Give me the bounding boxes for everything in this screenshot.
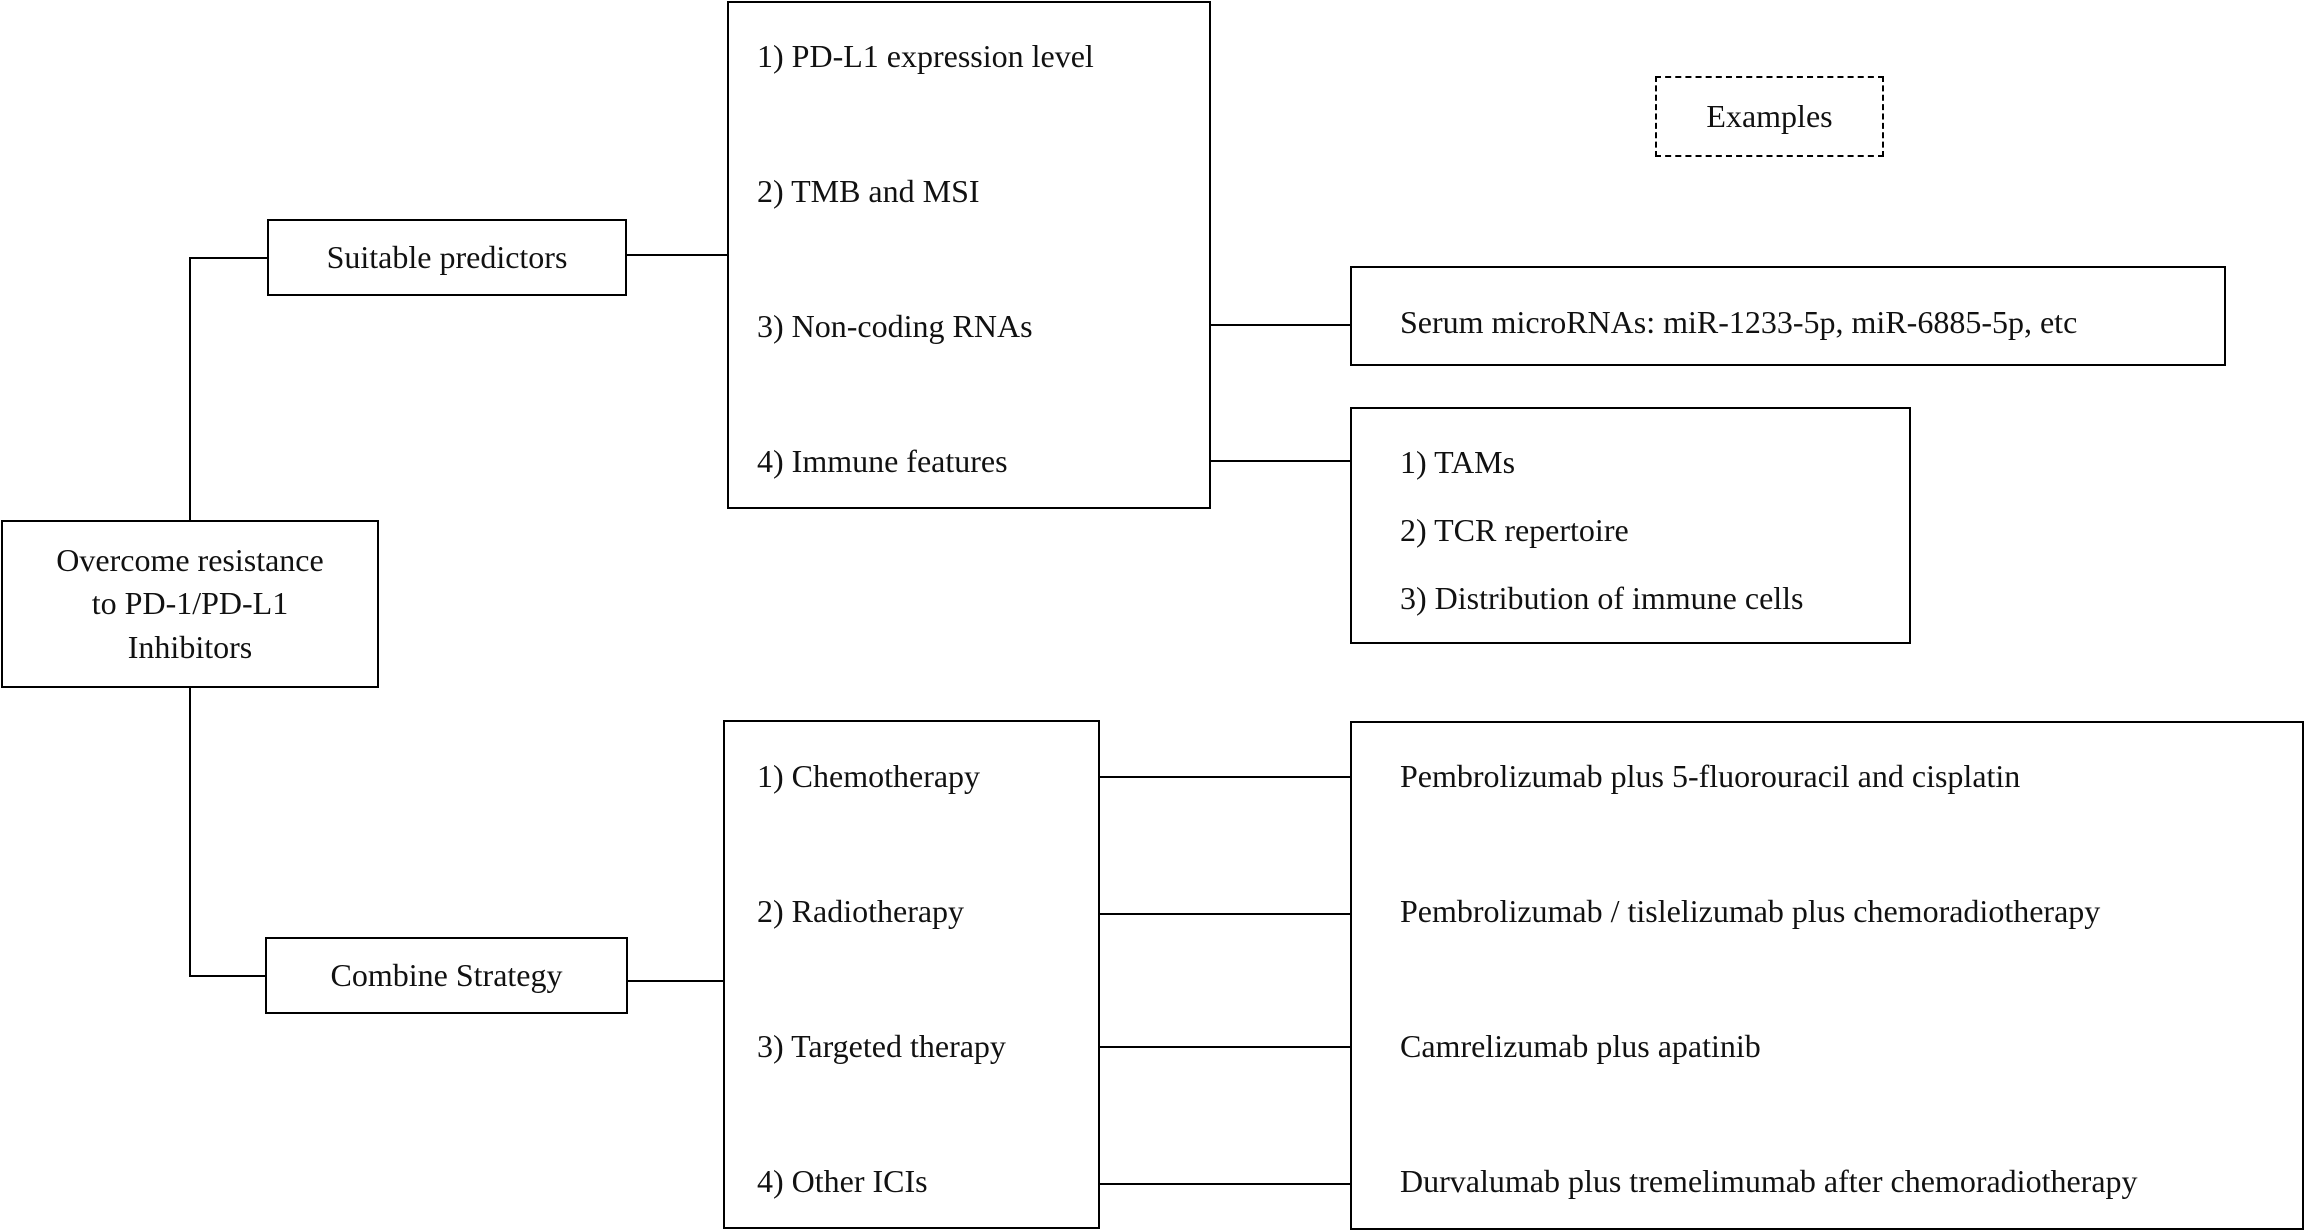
immune-example-item-3: 3) Distribution of immune cells xyxy=(1400,580,1804,616)
combine-examples-box xyxy=(1350,721,2304,1230)
combine-example-2: Pembrolizumab / tislelizumab plus chemor… xyxy=(1400,893,2101,929)
root-label-line-2: to PD-1/PD-L1 xyxy=(91,585,289,622)
examples-legend-label: Examples xyxy=(1706,97,1833,134)
immune-example-box xyxy=(1350,407,1911,644)
predictor-item-3: 3) Non-coding RNAs xyxy=(757,308,1033,344)
connector-root-combine xyxy=(189,688,265,977)
predictors-list xyxy=(727,1,1211,509)
root-node: Overcome resistance to PD-1/PD-L1 Inhibi… xyxy=(1,520,379,688)
predictor-item-2: 2) TMB and MSI xyxy=(757,173,980,209)
predictor-item-4: 4) Immune features xyxy=(757,443,1008,479)
ncrna-example-text: Serum microRNAs: miR-1233-5p, miR-6885-5… xyxy=(1400,304,2078,340)
predictor-item-1: 1) PD-L1 expression level xyxy=(757,38,1094,74)
root-label-line-1: Overcome resistance xyxy=(56,542,324,579)
combine-example-3: Camrelizumab plus apatinib xyxy=(1400,1028,1761,1064)
combine-item-2: 2) Radiotherapy xyxy=(757,893,965,929)
branch-suitable-predictors-label: Suitable predictors xyxy=(326,238,568,275)
examples-legend: Examples xyxy=(1655,76,1884,157)
combine-item-3: 3) Targeted therapy xyxy=(757,1028,1006,1064)
branch-combine-strategy-label: Combine Strategy xyxy=(330,956,563,993)
branch-suitable-predictors: Suitable predictors xyxy=(267,219,627,296)
connector-root-predictors xyxy=(189,257,267,520)
combine-item-1: 1) Chemotherapy xyxy=(757,758,981,794)
combine-example-1: Pembrolizumab plus 5-fluorouracil and ci… xyxy=(1400,758,2021,794)
root-label-line-3: Inhibitors xyxy=(127,628,253,665)
ncrna-example-box xyxy=(1350,266,2226,366)
combine-item-4: 4) Other ICIs xyxy=(757,1163,928,1199)
combine-example-4: Durvalumab plus tremelimumab after chemo… xyxy=(1400,1163,2138,1199)
immune-example-item-2: 2) TCR repertoire xyxy=(1400,512,1629,548)
immune-example-item-1: 1) TAMs xyxy=(1400,444,1516,480)
combine-list xyxy=(723,720,1100,1229)
branch-combine-strategy: Combine Strategy xyxy=(265,937,628,1014)
